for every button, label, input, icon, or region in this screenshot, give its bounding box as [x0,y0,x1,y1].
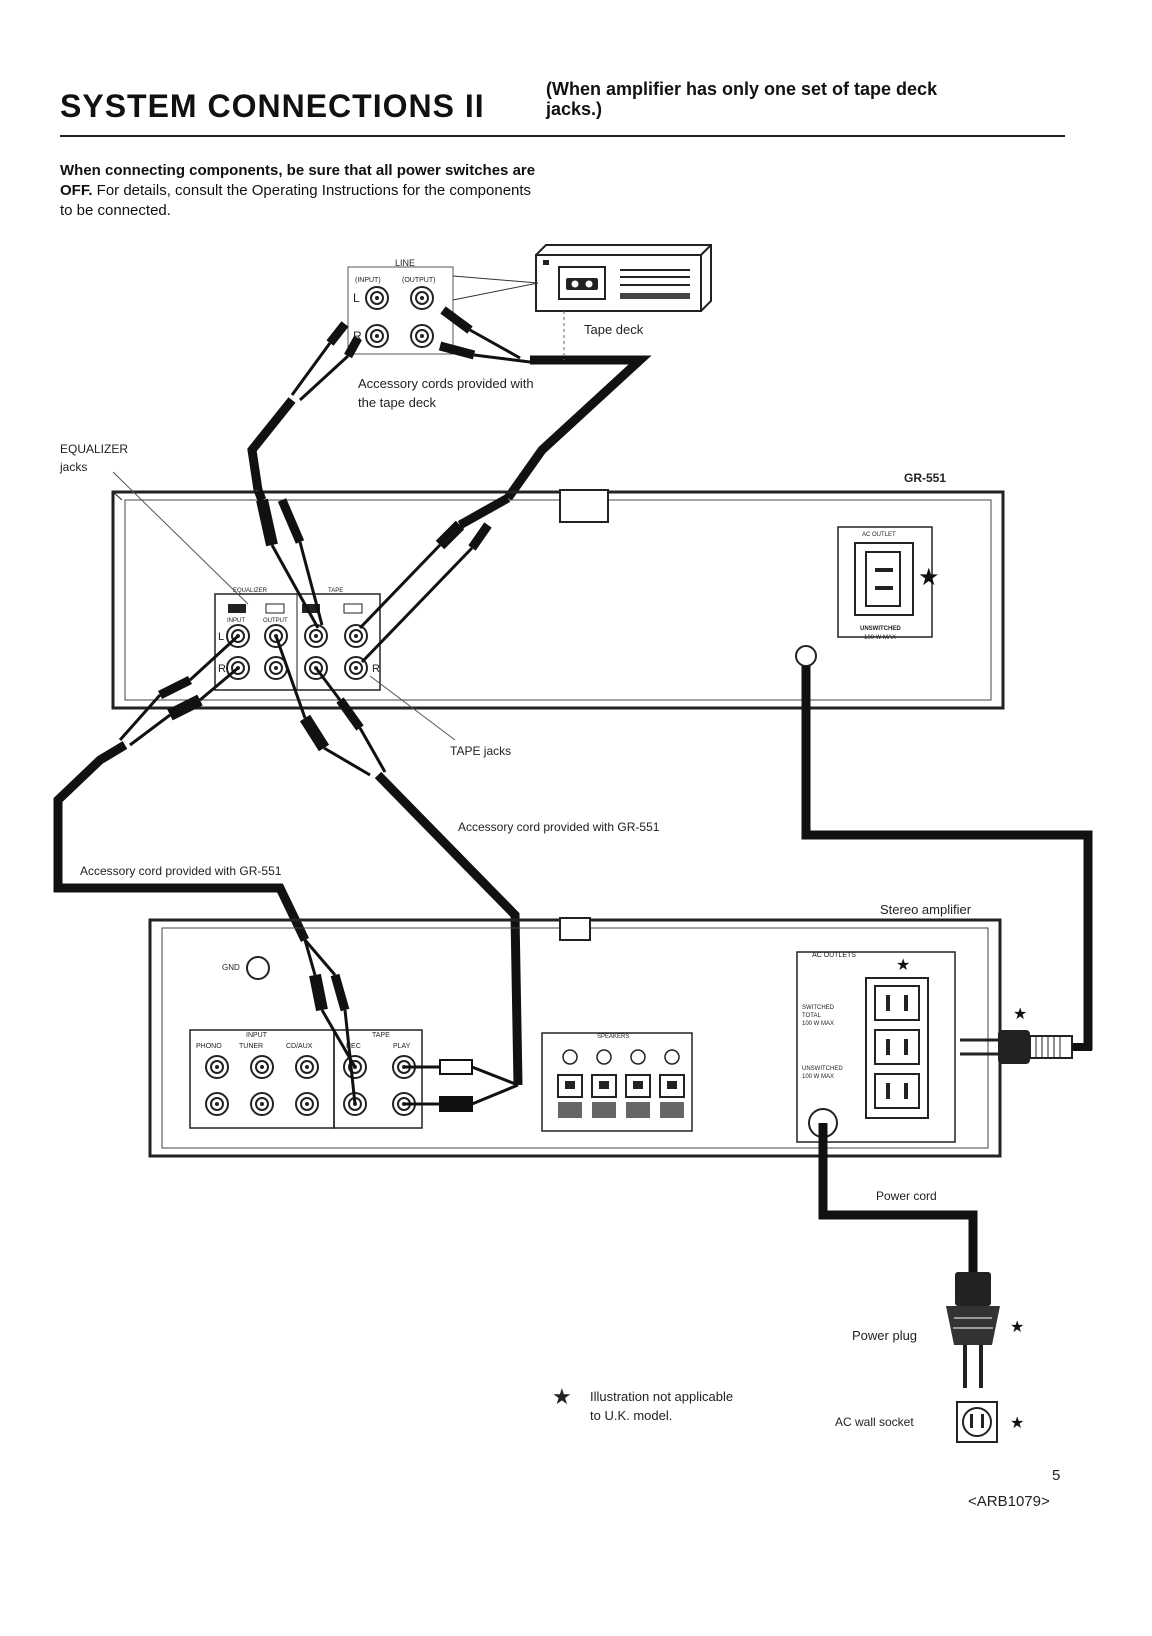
tape-deck-cords [247,306,652,501]
intro-paragraph: When connecting components, be sure that… [60,161,538,221]
panel-equalizer-label: EQUALIZER [233,588,268,594]
amp-switched-label: SWITCHED [802,1005,835,1011]
equalizer-model-label: GR-551 [904,471,946,485]
document-code: <ARB1079> [968,1493,1050,1510]
eq-outlet-star: ★ [918,564,940,591]
power-cord-label: Power cord [876,1189,937,1203]
amp-input-label: INPUT [246,1032,268,1039]
deck-output-r-jack [410,324,434,348]
amp-switched-max-label: 100 W MAX [802,1021,834,1027]
deck-input-r-jack [365,324,389,348]
page-title: SYSTEM CONNECTIONS II [60,88,485,124]
amp-tape-label: TAPE [372,1032,390,1039]
deck-cords-label-1: Accessory cords provided with [358,376,534,391]
panel-input-label: INPUT [227,618,245,624]
tape-jacks-label: TAPE jacks [450,744,512,758]
subtitle-line-2: jacks.) [546,99,603,119]
amp-cd-r-jack [295,1092,319,1116]
line-input-label: (INPUT) [355,277,381,284]
header-rule [60,135,1065,137]
amp-cord-label: Accessory cord provided with GR-551 [80,864,282,878]
power-plug-label: Power plug [852,1328,918,1343]
panel-output-label: OUTPUT [263,618,288,624]
deck-cords-label-2: the tape deck [358,395,437,410]
amp-outlet-star: ★ [896,957,910,974]
note-star-icon: ★ [552,1384,572,1409]
gnd-terminal [246,956,270,980]
socket-star: ★ [1010,1415,1024,1432]
amp-cd-l-jack [295,1055,319,1079]
amp-unswitched-max-label: 100 W MAX [802,1074,834,1080]
tape-r-letter: R [372,663,380,675]
note-line-1: Illustration not applicable [590,1389,734,1404]
speaker-terminals [557,1049,685,1118]
equalizer-cords [53,488,1093,1086]
eq-power-plug [960,1030,1092,1064]
amp-tuner-label: TUNER [239,1043,263,1050]
amp-tape-cords [303,939,519,1112]
tape-deck [535,244,712,312]
eq-r-letter: R [218,663,226,675]
gnd-label: GND [222,963,240,972]
panel-tape-label: TAPE [328,588,343,594]
amp-power-cord [818,1123,978,1272]
amp-tuner-l-jack [250,1055,274,1079]
stereo-amplifier: GND INPUT TAPE PHONO TUNER CD/AUX REC PL… [148,917,1027,1158]
eq-l-letter: L [218,631,224,643]
deck-output-l-jack [410,286,434,310]
page-subtitle: (When amplifier has only one set of tape… [546,79,1026,119]
eq-ac-outlet-label: AC OUTLET [862,532,896,538]
tape-play-l-jack [344,624,368,648]
eq-max-label: 100 W MAX [864,635,896,641]
ac-wall-socket: ★ [956,1401,1024,1443]
tape-deck-label: Tape deck [584,322,644,337]
ac-wall-socket-label: AC wall socket [835,1415,914,1429]
intro-details: For details, consult the Operating Instr… [60,182,532,219]
plug-star: ★ [1010,1319,1024,1336]
amp-phono-label: PHONO [196,1043,222,1050]
equalizer-jacks-label-2: jacks [60,460,88,474]
amp-play-label: PLAY [393,1043,411,1050]
amp-tuner-r-jack [250,1092,274,1116]
eq-cord-label: Accessory cord provided with GR-551 [458,820,660,834]
power-plug: ★ [946,1272,1024,1388]
line-output-label: (OUTPUT) [402,277,435,284]
deck-input-l-jack [365,286,389,310]
amp-cdaux-label: CD/AUX [286,1043,313,1050]
amp-unswitched-label: UNSWITCHED [802,1066,843,1072]
amp-phono-l-jack [205,1055,229,1079]
equalizer-unit: GR-551 EQUALIZER TAPE INPUT OUTPUT L R R [111,471,1005,710]
amp-ac-outlets-label: AC OUTLETS [812,952,856,959]
intro-warning: When connecting components, be sure that… [60,162,536,199]
tape-rec-l-jack [304,624,328,648]
amp-speakers-label: SPEAKERS [597,1034,629,1040]
deck-r-letter: R [353,329,362,343]
line-label: LINE [395,258,415,268]
page-number: 5 [1052,1467,1061,1484]
amp-phono-r-jack [205,1092,229,1116]
deck-l-letter: L [353,291,360,305]
eq-unswitched-label: UNSWITCHED [860,626,901,632]
equalizer-jacks-label-1: EQUALIZER [60,442,129,456]
amp-rec-label: REC [346,1043,361,1050]
amp-total-label: TOTAL [802,1013,821,1019]
amp-plug-star: ★ [1013,1006,1027,1023]
tape-deck-line-panel: LINE (INPUT) (OUTPUT) L R [347,258,539,355]
subtitle-line-1: (When amplifier has only one set of tape… [546,79,938,99]
note-line-2: to U.K. model. [590,1408,673,1423]
stereo-amplifier-label: Stereo amplifier [880,902,972,917]
